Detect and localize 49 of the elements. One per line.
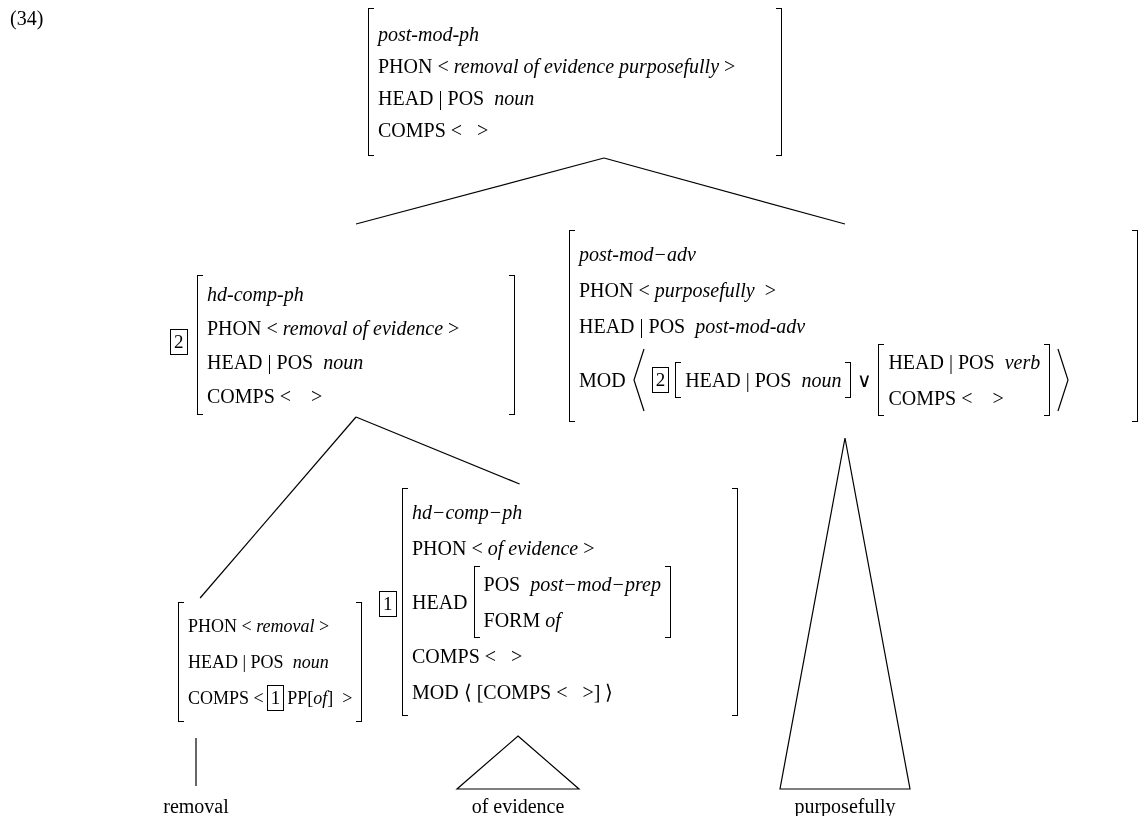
tree-branch [199, 416, 357, 599]
type-label: post-mod-ph [378, 22, 480, 48]
feature-label: COMPS < [188, 687, 264, 710]
attribute-value-matrix [402, 488, 738, 716]
attribute-value-matrix [569, 230, 1138, 422]
tree-branch [355, 157, 605, 225]
word-label: of evidence [471, 794, 565, 816]
tag-box: 2 [170, 329, 188, 355]
attribute-value-matrix [878, 344, 1051, 416]
attribute-value-matrix [368, 8, 782, 156]
type-label: post-mod−adv [579, 242, 696, 268]
feature-label: PHON < removal of evidence purposefully > [378, 54, 736, 80]
feature-label: POS post−mod−prep [483, 572, 661, 598]
feature-label: PP[of] > [287, 687, 353, 710]
feature-label: HEAD | POS noun [685, 368, 842, 394]
disjunction-symbol: ∨ [857, 368, 873, 393]
tag-box: 1 [266, 685, 285, 711]
feature-label: PHON < removal of evidence > [207, 316, 460, 342]
feature-label: COMPS < > [888, 386, 1004, 411]
feature-label: COMPS < > [378, 118, 489, 143]
tree-branch [355, 416, 521, 485]
feature-label: FORM of [483, 608, 561, 634]
feature-label: COMPS < > [207, 384, 323, 409]
feature-label: HEAD | POS noun [188, 651, 329, 674]
tag-box: 1 [379, 591, 397, 617]
tree-branch [603, 157, 846, 225]
feature-label: MOD ⟨ [COMPS < >] ⟩ [412, 680, 614, 705]
tree-branch [195, 737, 197, 787]
word-label: removal [163, 794, 229, 816]
example-number: (34) [10, 6, 44, 30]
feature-label: COMPS < > [412, 644, 523, 669]
roof-triangle [779, 437, 911, 790]
attribute-value-matrix [178, 602, 363, 722]
type-label: hd-comp-ph [207, 282, 304, 308]
type-label: hd−comp−ph [412, 500, 523, 526]
feature-label: PHON < of evidence > [412, 536, 595, 562]
feature-label: HEAD | POS post-mod-adv [579, 314, 806, 340]
tag-box: 2 [651, 367, 670, 393]
attribute-value-matrix [675, 362, 852, 398]
feature-label: HEAD | POS noun [378, 86, 535, 112]
feature-label: HEAD [412, 590, 468, 615]
roof-triangle [455, 735, 581, 790]
attribute-value-matrix [197, 275, 515, 415]
feature-label: PHON < removal > [188, 615, 330, 638]
feature-label: PHON < purposefully > [579, 278, 776, 304]
feature-label: HEAD | POS verb [888, 350, 1041, 376]
feature-label: MOD [579, 368, 626, 393]
attribute-value-matrix [473, 566, 671, 638]
feature-label: HEAD | POS noun [207, 350, 364, 376]
